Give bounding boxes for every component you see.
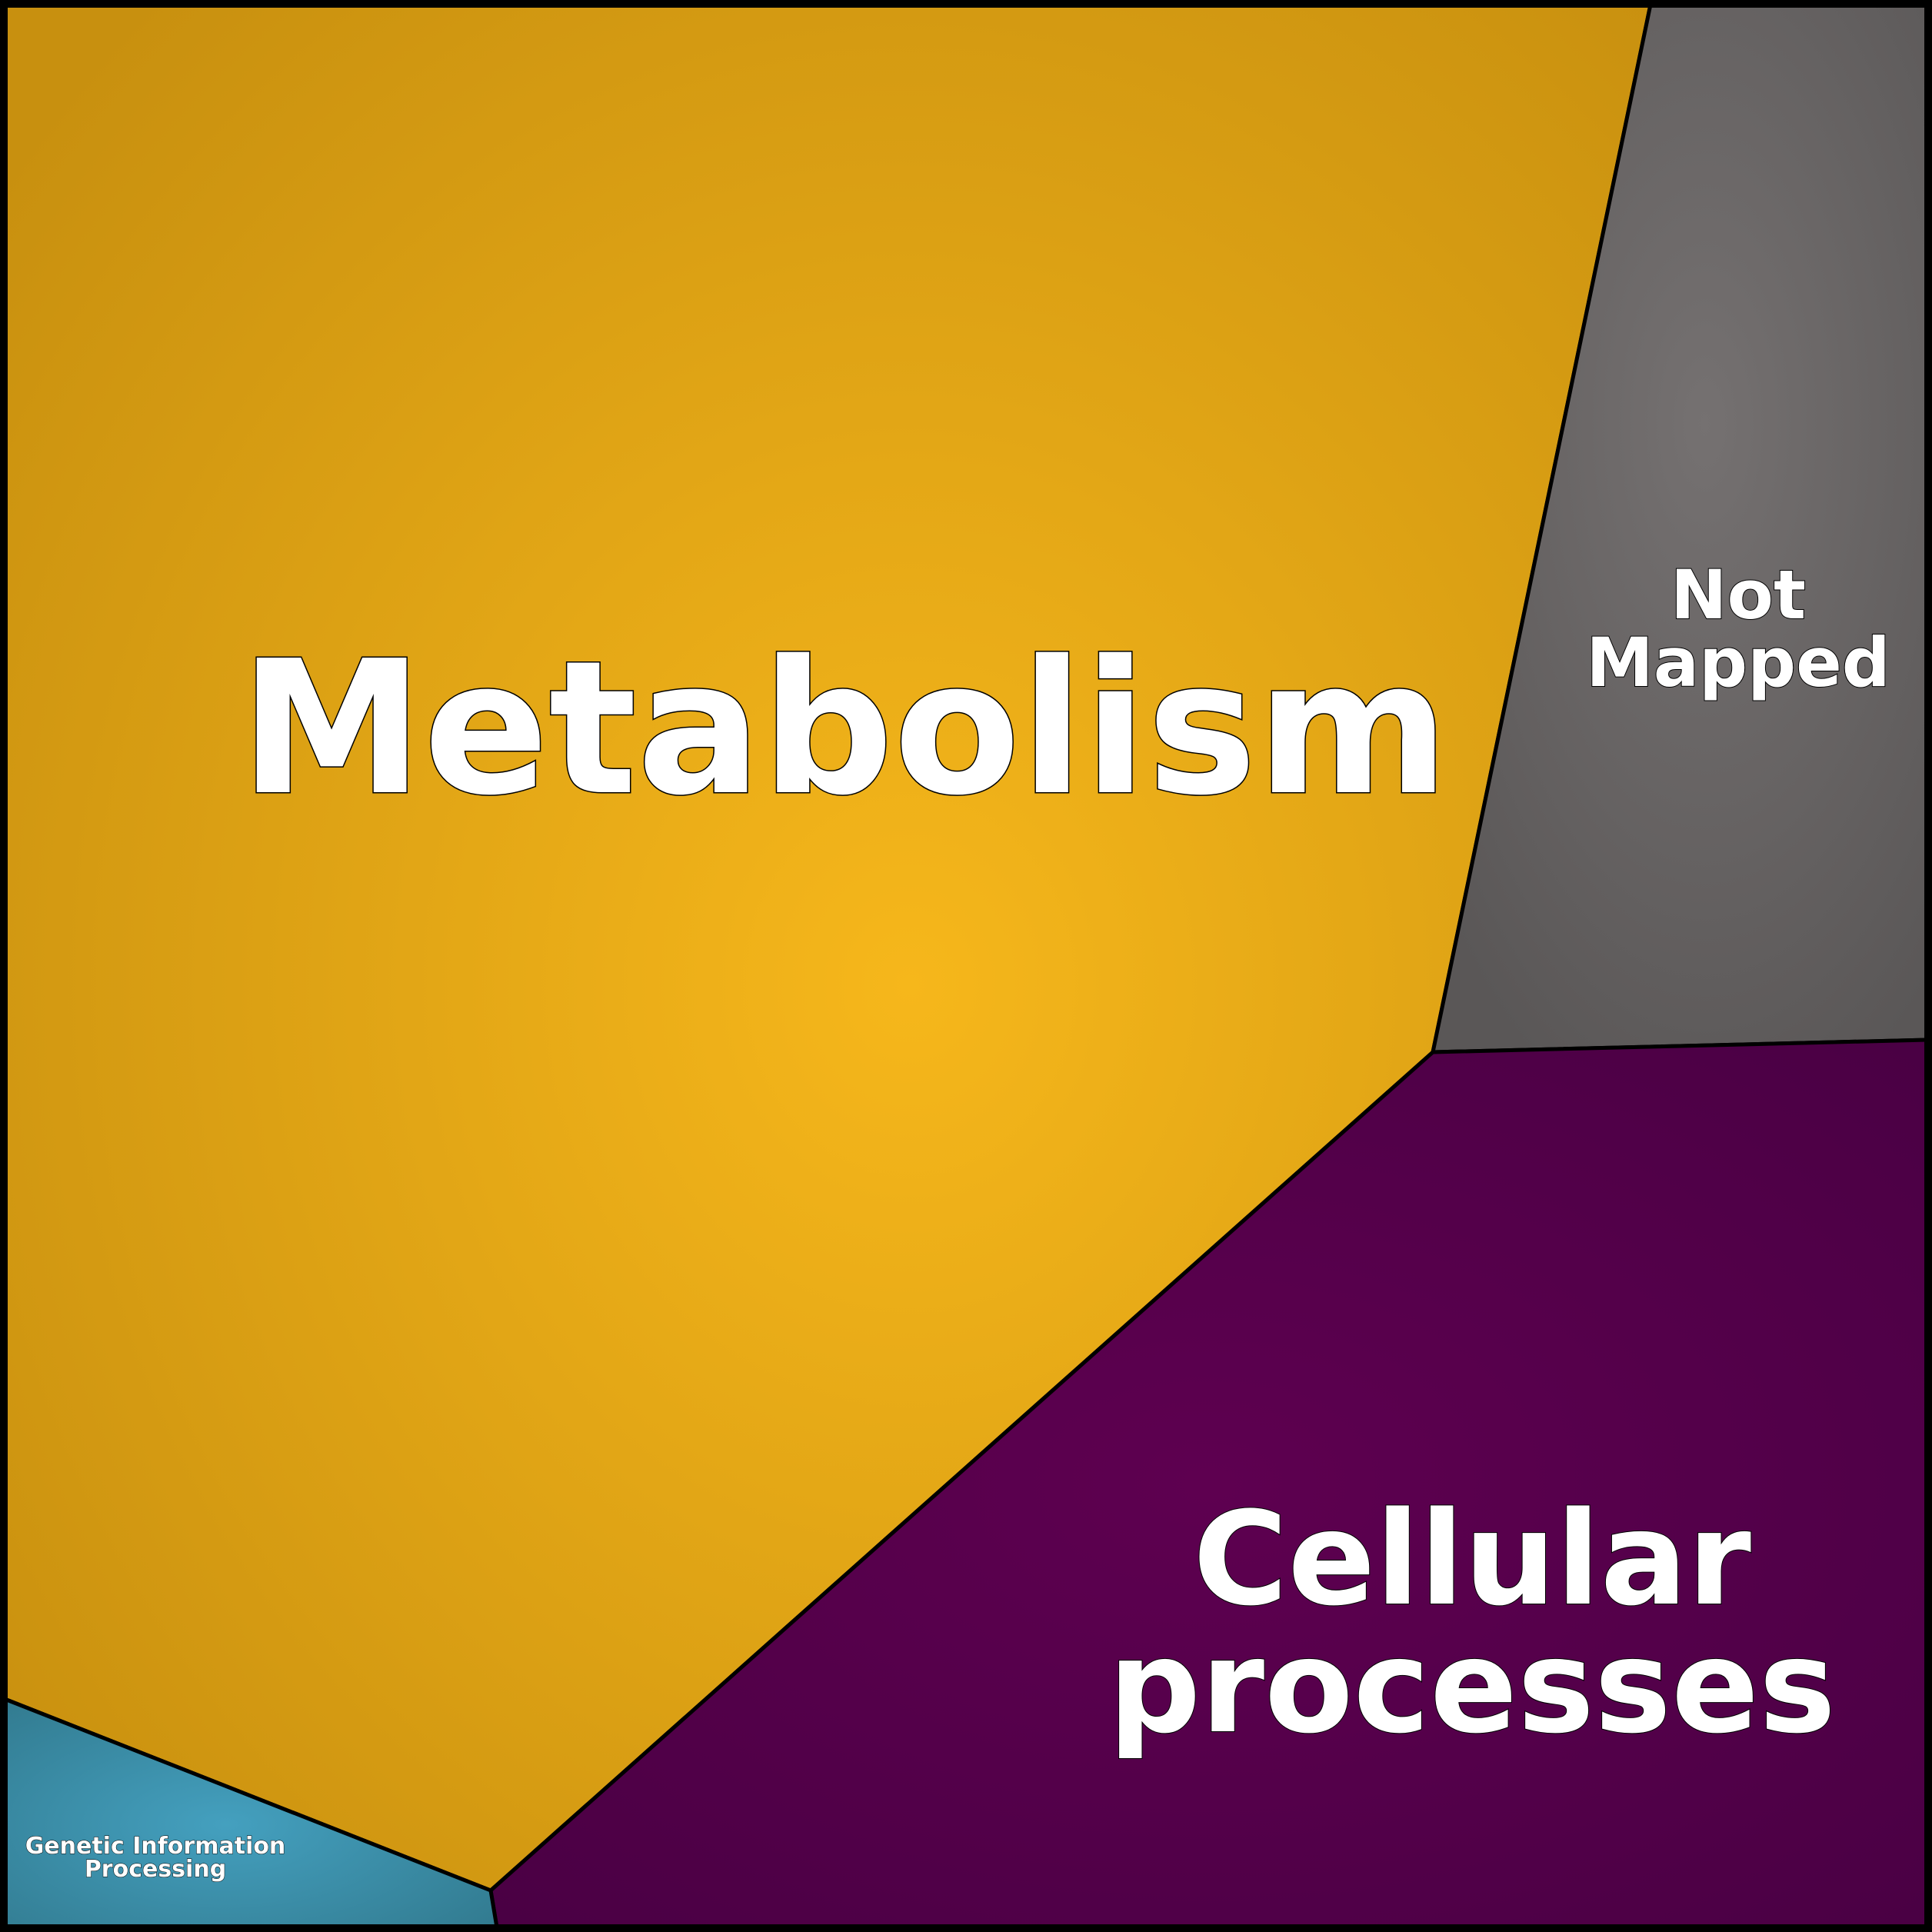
region-label-line: Processing: [85, 1856, 226, 1883]
region-label-metabolism: Metabolism: [240, 621, 1449, 836]
region-label-line: Metabolism: [240, 621, 1449, 836]
region-label-line: Cellular: [1193, 1484, 1751, 1634]
region-label-line: Genetic Information: [25, 1833, 286, 1860]
region-label-line: Mapped: [1586, 623, 1890, 702]
region-label-line: processes: [1108, 1611, 1836, 1762]
region-label-line: Not: [1671, 555, 1806, 635]
